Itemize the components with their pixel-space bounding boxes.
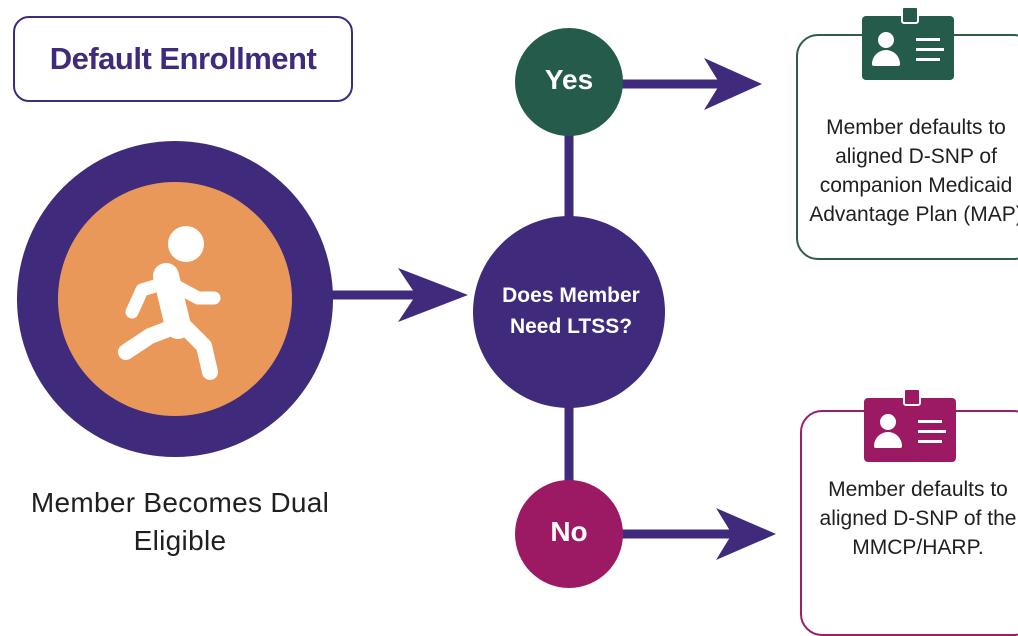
title: Default Enrollment <box>49 41 317 76</box>
start-to-decision-arrow <box>328 268 468 322</box>
start-caption: Member Becomes Dual Eligible <box>30 487 330 556</box>
outcome-no-box: Member defaults to aligned D-SNP of the … <box>800 410 1018 636</box>
yes-arrow <box>620 58 762 110</box>
id-badge-icon <box>864 388 956 462</box>
no-arrow <box>620 508 776 560</box>
outcome-yes-text: Member defaults to aligned D-SNP of comp… <box>809 116 1018 226</box>
yes-label: Yes <box>544 64 594 95</box>
yes-node <box>515 28 623 136</box>
outcome-no-text: Member defaults to aligned D-SNP of the … <box>819 477 1017 559</box>
title-box: Default Enrollment <box>13 16 353 102</box>
no-node <box>515 480 623 588</box>
decision-question: Does Member Need LTSS? <box>502 284 640 338</box>
walking-person-icon <box>118 226 221 380</box>
id-badge-icon <box>862 6 954 80</box>
decision-node <box>473 216 665 408</box>
no-label: No <box>550 516 588 547</box>
